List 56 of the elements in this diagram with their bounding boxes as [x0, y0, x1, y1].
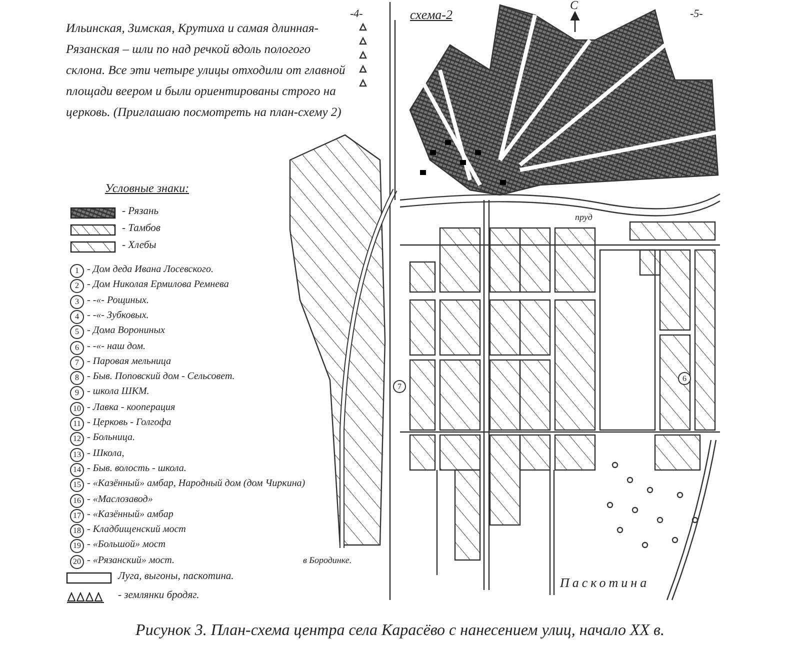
legend-text: - Дом деда Ивана Лосевского. [87, 264, 214, 275]
map-label: в Бородинке. [303, 556, 352, 566]
legend-text: - «Большой» мост [87, 539, 166, 550]
legend-text: - -«- Рощиных. [87, 294, 149, 306]
legend-heading: Условные знаки: [105, 182, 190, 196]
legend-text: - Лавка - кооперация [87, 402, 176, 413]
callout-number: 1 [70, 264, 84, 278]
callout-number: 10 [70, 402, 84, 416]
callout-number: 11 [70, 417, 84, 431]
legend-text: - «Рязанский» мост. [87, 554, 174, 566]
legend-text: - «Маслозавод» [87, 494, 153, 504]
legend-text: - Хлебы [122, 240, 156, 252]
north-letter: С [570, 0, 578, 12]
legend-text: - Церковь - Голгофа [87, 417, 172, 428]
callout-number: 6 [70, 340, 84, 354]
callout-number: 15 [70, 478, 84, 492]
callout-number: 19 [70, 539, 84, 554]
legend-text: - Школа, [87, 448, 124, 459]
callout-number: 5 [70, 325, 84, 340]
legend-text: - -«- Зубковых. [87, 310, 149, 321]
callout-number: 20 [70, 554, 84, 569]
legend-text: - Больница. [87, 432, 135, 444]
callout-number: 8 [70, 371, 84, 386]
legend-text: - Тамбов [122, 223, 160, 235]
page-number: -4- [350, 8, 363, 20]
legend-text: - Паровая мельница [87, 356, 172, 367]
callout-number: 14 [70, 462, 84, 477]
legend-text: - Дом Николая Ермилова Ремнева [87, 279, 229, 290]
handwritten-note: Ильинская, Зимская, Крутиха и самая длинная-Рязанская – шли по над речкой вдоль пологого склона. Все эти четыре улицы отходили от главной площади веером и были ориентированы строго на церковь. (Приглашаю посмотреть на план-схему 2) [66, 20, 346, 121]
callout-number: 17 [70, 508, 84, 523]
page-number: -5- [690, 8, 703, 20]
legend-text: - Рязань [122, 206, 158, 218]
scheme-title: схема-2 [410, 8, 452, 22]
callout-number: 4 [70, 310, 84, 324]
callout-number: 12 [70, 432, 84, 446]
legend-text: - «Казённый» амбар [87, 508, 174, 520]
legend-text: - «Казённый» амбар, Народный дом (дом Чиркина) [87, 478, 306, 490]
legend-text: - школа ШКМ. [87, 386, 150, 398]
callout-number: 18 [70, 524, 84, 538]
callout-number: 3 [70, 294, 84, 309]
callout-number: 13 [70, 448, 84, 462]
callout-number: 9 [70, 386, 84, 400]
callout-number: 16 [70, 494, 84, 508]
legend-text: - землянки бродяг. [118, 590, 200, 602]
legend-text: - Быв. Поповский дом - Сельсовет. [87, 371, 235, 382]
legend-text: Луга, выгоны, паскотина. [118, 571, 234, 583]
legend-text: - Дома Ворониных [87, 325, 165, 336]
legend-text: - Кладбищенский мост [87, 524, 186, 536]
callout-number: 7 [70, 356, 84, 370]
map-label: Паскотина [560, 576, 650, 590]
legend-text: - Быв. волость - школа. [87, 462, 186, 474]
callout-number: 2 [70, 279, 84, 294]
legend-text: - -«- наш дом. [87, 340, 146, 352]
figure-caption: Рисунок 3. План-схема центра села Карасёво с нанесением улиц, начало XX в. [134, 622, 666, 640]
callout-number: 7 [393, 380, 406, 393]
map-label: пруд [575, 213, 592, 223]
